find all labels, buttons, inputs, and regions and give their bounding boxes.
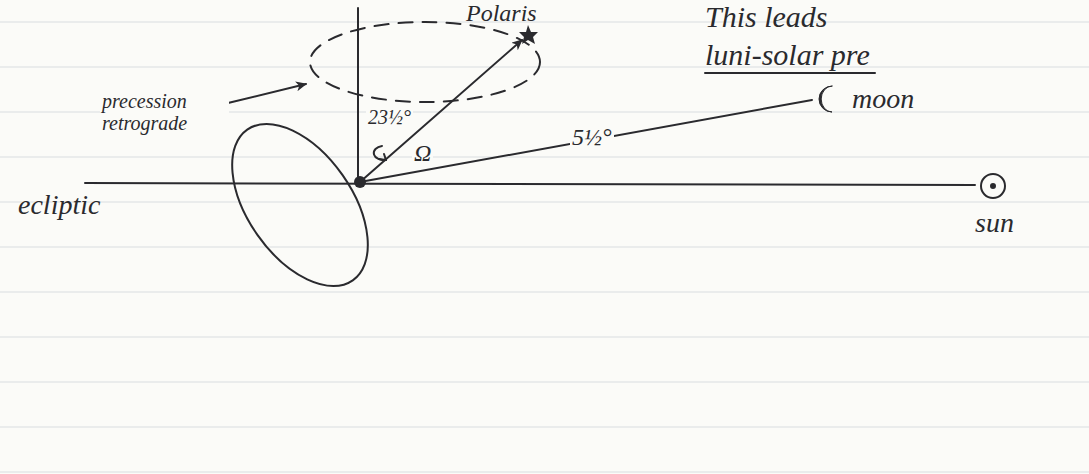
sun-symbol — [981, 174, 1005, 198]
moon-line — [360, 100, 812, 182]
star-name: Polaris — [466, 0, 537, 26]
precession-circle — [310, 22, 540, 102]
body-name: moon — [852, 84, 914, 115]
angle-label: 23½° — [366, 106, 413, 128]
moon-symbol — [819, 86, 832, 112]
note-text: luni-solar pre — [705, 38, 870, 71]
sun-center — [991, 184, 995, 188]
underline — [705, 72, 875, 74]
plane-name: ecliptic — [18, 190, 100, 221]
earth-outline — [205, 100, 396, 310]
arrow-label: precession retrograde — [100, 90, 229, 134]
spin-arrowhead — [379, 154, 386, 160]
spin-symbol: Ω — [412, 140, 433, 166]
body-name: sun — [975, 208, 1014, 239]
note-text: This leads — [705, 0, 828, 33]
angle-label: 5½° — [570, 124, 614, 150]
spin-arrow — [374, 146, 386, 160]
ruled-lines — [0, 22, 1089, 472]
earth-center — [354, 176, 366, 188]
ecliptic-line — [85, 183, 975, 185]
polaris-star — [519, 25, 538, 44]
rotation-axis — [360, 40, 522, 182]
precession-arrow — [228, 84, 306, 103]
